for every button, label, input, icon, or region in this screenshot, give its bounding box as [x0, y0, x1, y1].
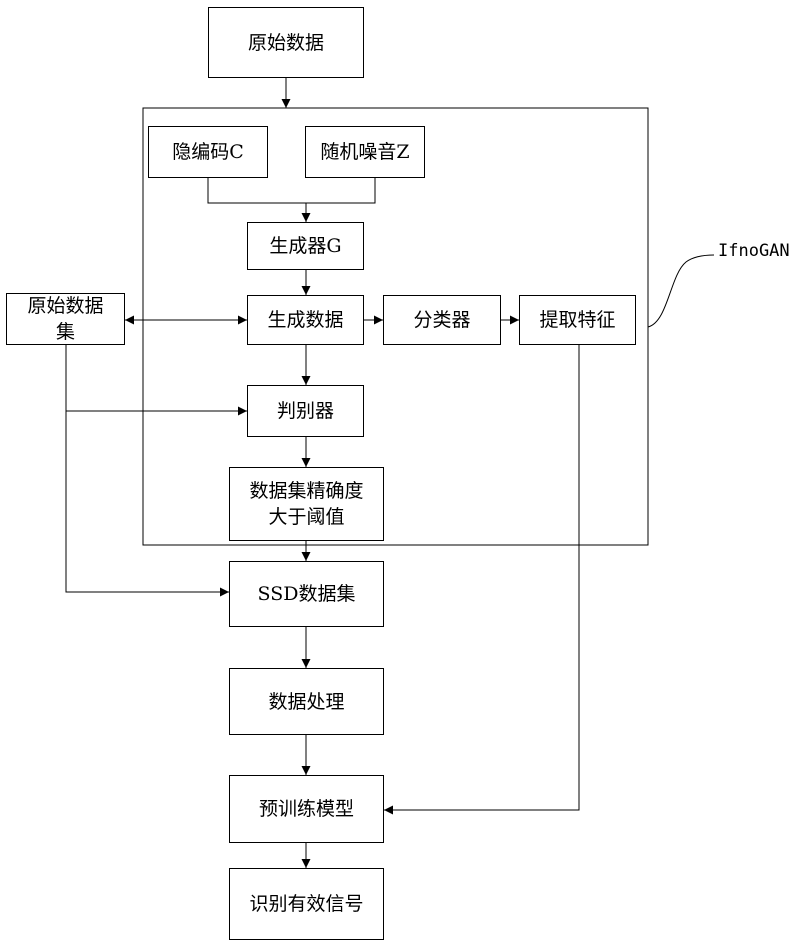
node-generated-data: 生成数据 — [247, 295, 364, 345]
group-label-ifnogan: IfnoGAN — [718, 241, 790, 261]
ifnogan-callout-line — [648, 255, 714, 327]
node-classifier: 分类器 — [383, 295, 501, 345]
node-raw-dataset: 原始数据 集 — [6, 293, 125, 345]
node-latent-code: 隐编码C — [148, 126, 268, 178]
node-discriminator: 判别器 — [247, 385, 364, 437]
connector-c-z-merge — [208, 178, 375, 203]
node-recognize-signal: 识别有效信号 — [229, 868, 384, 940]
connector-raw-dataset-down — [66, 345, 229, 592]
node-ssd-dataset: SSD数据集 — [229, 561, 384, 627]
node-generator: 生成器G — [247, 222, 364, 270]
node-raw-data: 原始数据 — [208, 7, 364, 78]
node-pretrain-model: 预训练模型 — [229, 775, 384, 843]
node-random-noise: 随机噪音Z — [305, 126, 425, 178]
node-data-processing: 数据处理 — [229, 668, 384, 735]
node-accuracy-threshold: 数据集精确度 大于阈值 — [229, 467, 384, 541]
node-extract-features: 提取特征 — [519, 295, 636, 345]
connector-features-to-pretrain — [384, 345, 579, 810]
